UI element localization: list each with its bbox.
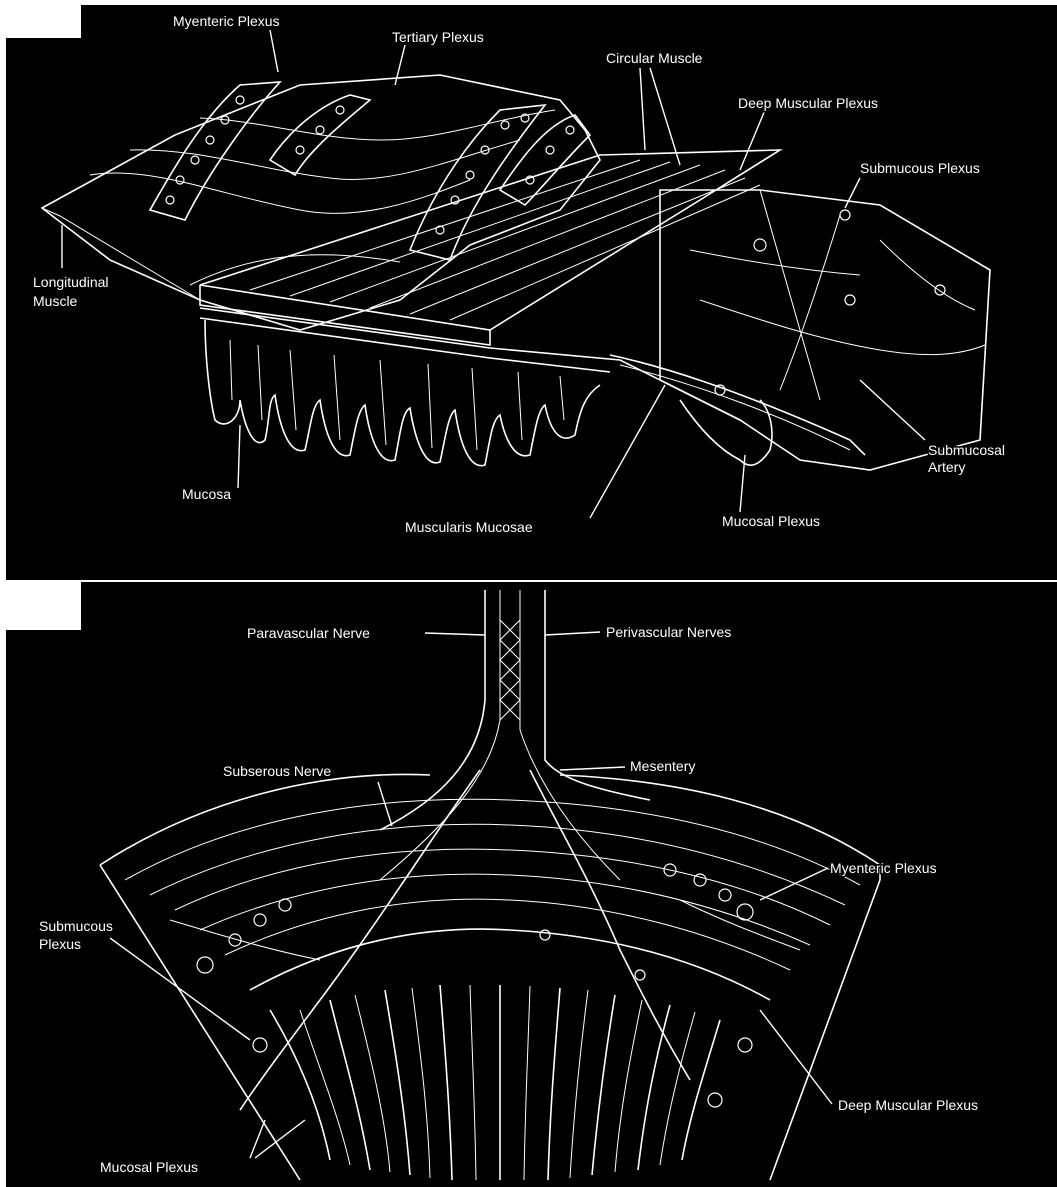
label-submucosal-artery-line1: Submucosal xyxy=(928,442,1005,458)
label-paravascular-nerve: Paravascular Nerve xyxy=(247,625,370,641)
label-perivascular-nerves: Perivascular Nerves xyxy=(606,624,731,640)
label-tertiary-plexus: Tertiary Plexus xyxy=(392,29,484,45)
label-muscularis-mucosae: Muscularis Mucosae xyxy=(405,519,533,535)
label-mucosal-plexus-top: Mucosal Plexus xyxy=(722,513,820,529)
label-longitudinal-muscle-line1: Longitudinal xyxy=(33,274,109,290)
top-panel: Myenteric Plexus Tertiary Plexus Circula… xyxy=(6,5,1057,580)
label-circular-muscle: Circular Muscle xyxy=(606,50,703,66)
label-myenteric-plexus-bottom: Myenteric Plexus xyxy=(830,860,937,876)
top-panel-background xyxy=(6,5,1057,580)
label-deep-muscular-plexus-top: Deep Muscular Plexus xyxy=(738,95,878,111)
label-submucosal-artery-line2: Artery xyxy=(928,459,965,475)
label-mesentery: Mesentery xyxy=(630,758,695,774)
label-mucosal-plexus-bottom: Mucosal Plexus xyxy=(100,1159,198,1175)
label-longitudinal-muscle-line2: Muscle xyxy=(33,293,78,309)
label-deep-muscular-plexus-bottom: Deep Muscular Plexus xyxy=(838,1097,978,1113)
label-submucous-plexus-line2: Plexus xyxy=(39,936,81,952)
label-myenteric-plexus-top: Myenteric Plexus xyxy=(173,13,280,29)
label-submucous-plexus-top: Submucous Plexus xyxy=(860,160,980,176)
label-mucosa: Mucosa xyxy=(182,486,231,502)
bottom-panel-corner-tab xyxy=(6,582,81,630)
label-subserous-nerve: Subserous Nerve xyxy=(223,763,331,779)
bottom-panel: Paravascular Nerve Perivascular Nerves S… xyxy=(6,582,1057,1187)
label-submucous-plexus-line1: Submucous xyxy=(39,918,113,934)
top-panel-corner-tab xyxy=(6,5,81,38)
